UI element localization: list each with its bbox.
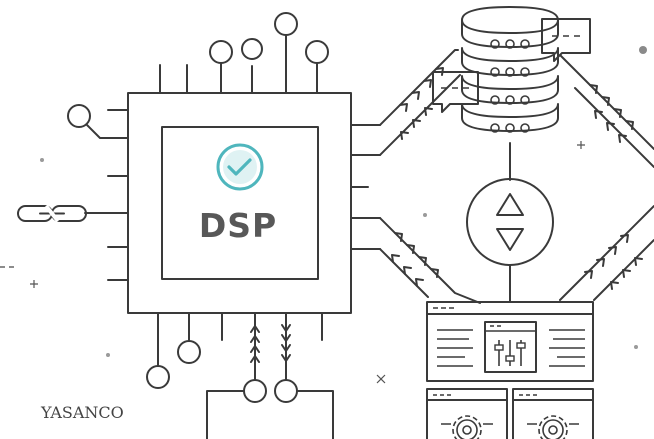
brand-watermark: YASANCO xyxy=(40,403,124,422)
right-diagonal-buses xyxy=(559,54,654,301)
settings-window-right xyxy=(512,388,594,439)
dsp-chip: DSP xyxy=(127,92,352,314)
browser-window-icon xyxy=(426,301,594,382)
settings-window-left xyxy=(426,388,508,439)
chat-bubble-icon xyxy=(541,18,591,62)
chip-label: DSP xyxy=(199,206,277,245)
up-down-arrows-icon xyxy=(466,178,554,266)
chip-pins-bottom xyxy=(146,312,323,389)
gear-icon xyxy=(441,415,493,439)
background-decor xyxy=(0,46,647,384)
gear-icon xyxy=(527,415,579,439)
chip-pins-right xyxy=(350,124,381,250)
left-diagonal-buses xyxy=(379,49,481,304)
database-icon xyxy=(461,6,559,133)
chain-link-icon xyxy=(17,204,87,223)
chip-pins-top xyxy=(159,12,329,94)
check-circle-icon xyxy=(216,143,264,191)
chip-pins-left xyxy=(67,104,129,281)
sliders-icon xyxy=(494,340,526,366)
chat-bubble-icon xyxy=(432,71,479,113)
bottom-bus xyxy=(206,313,334,439)
